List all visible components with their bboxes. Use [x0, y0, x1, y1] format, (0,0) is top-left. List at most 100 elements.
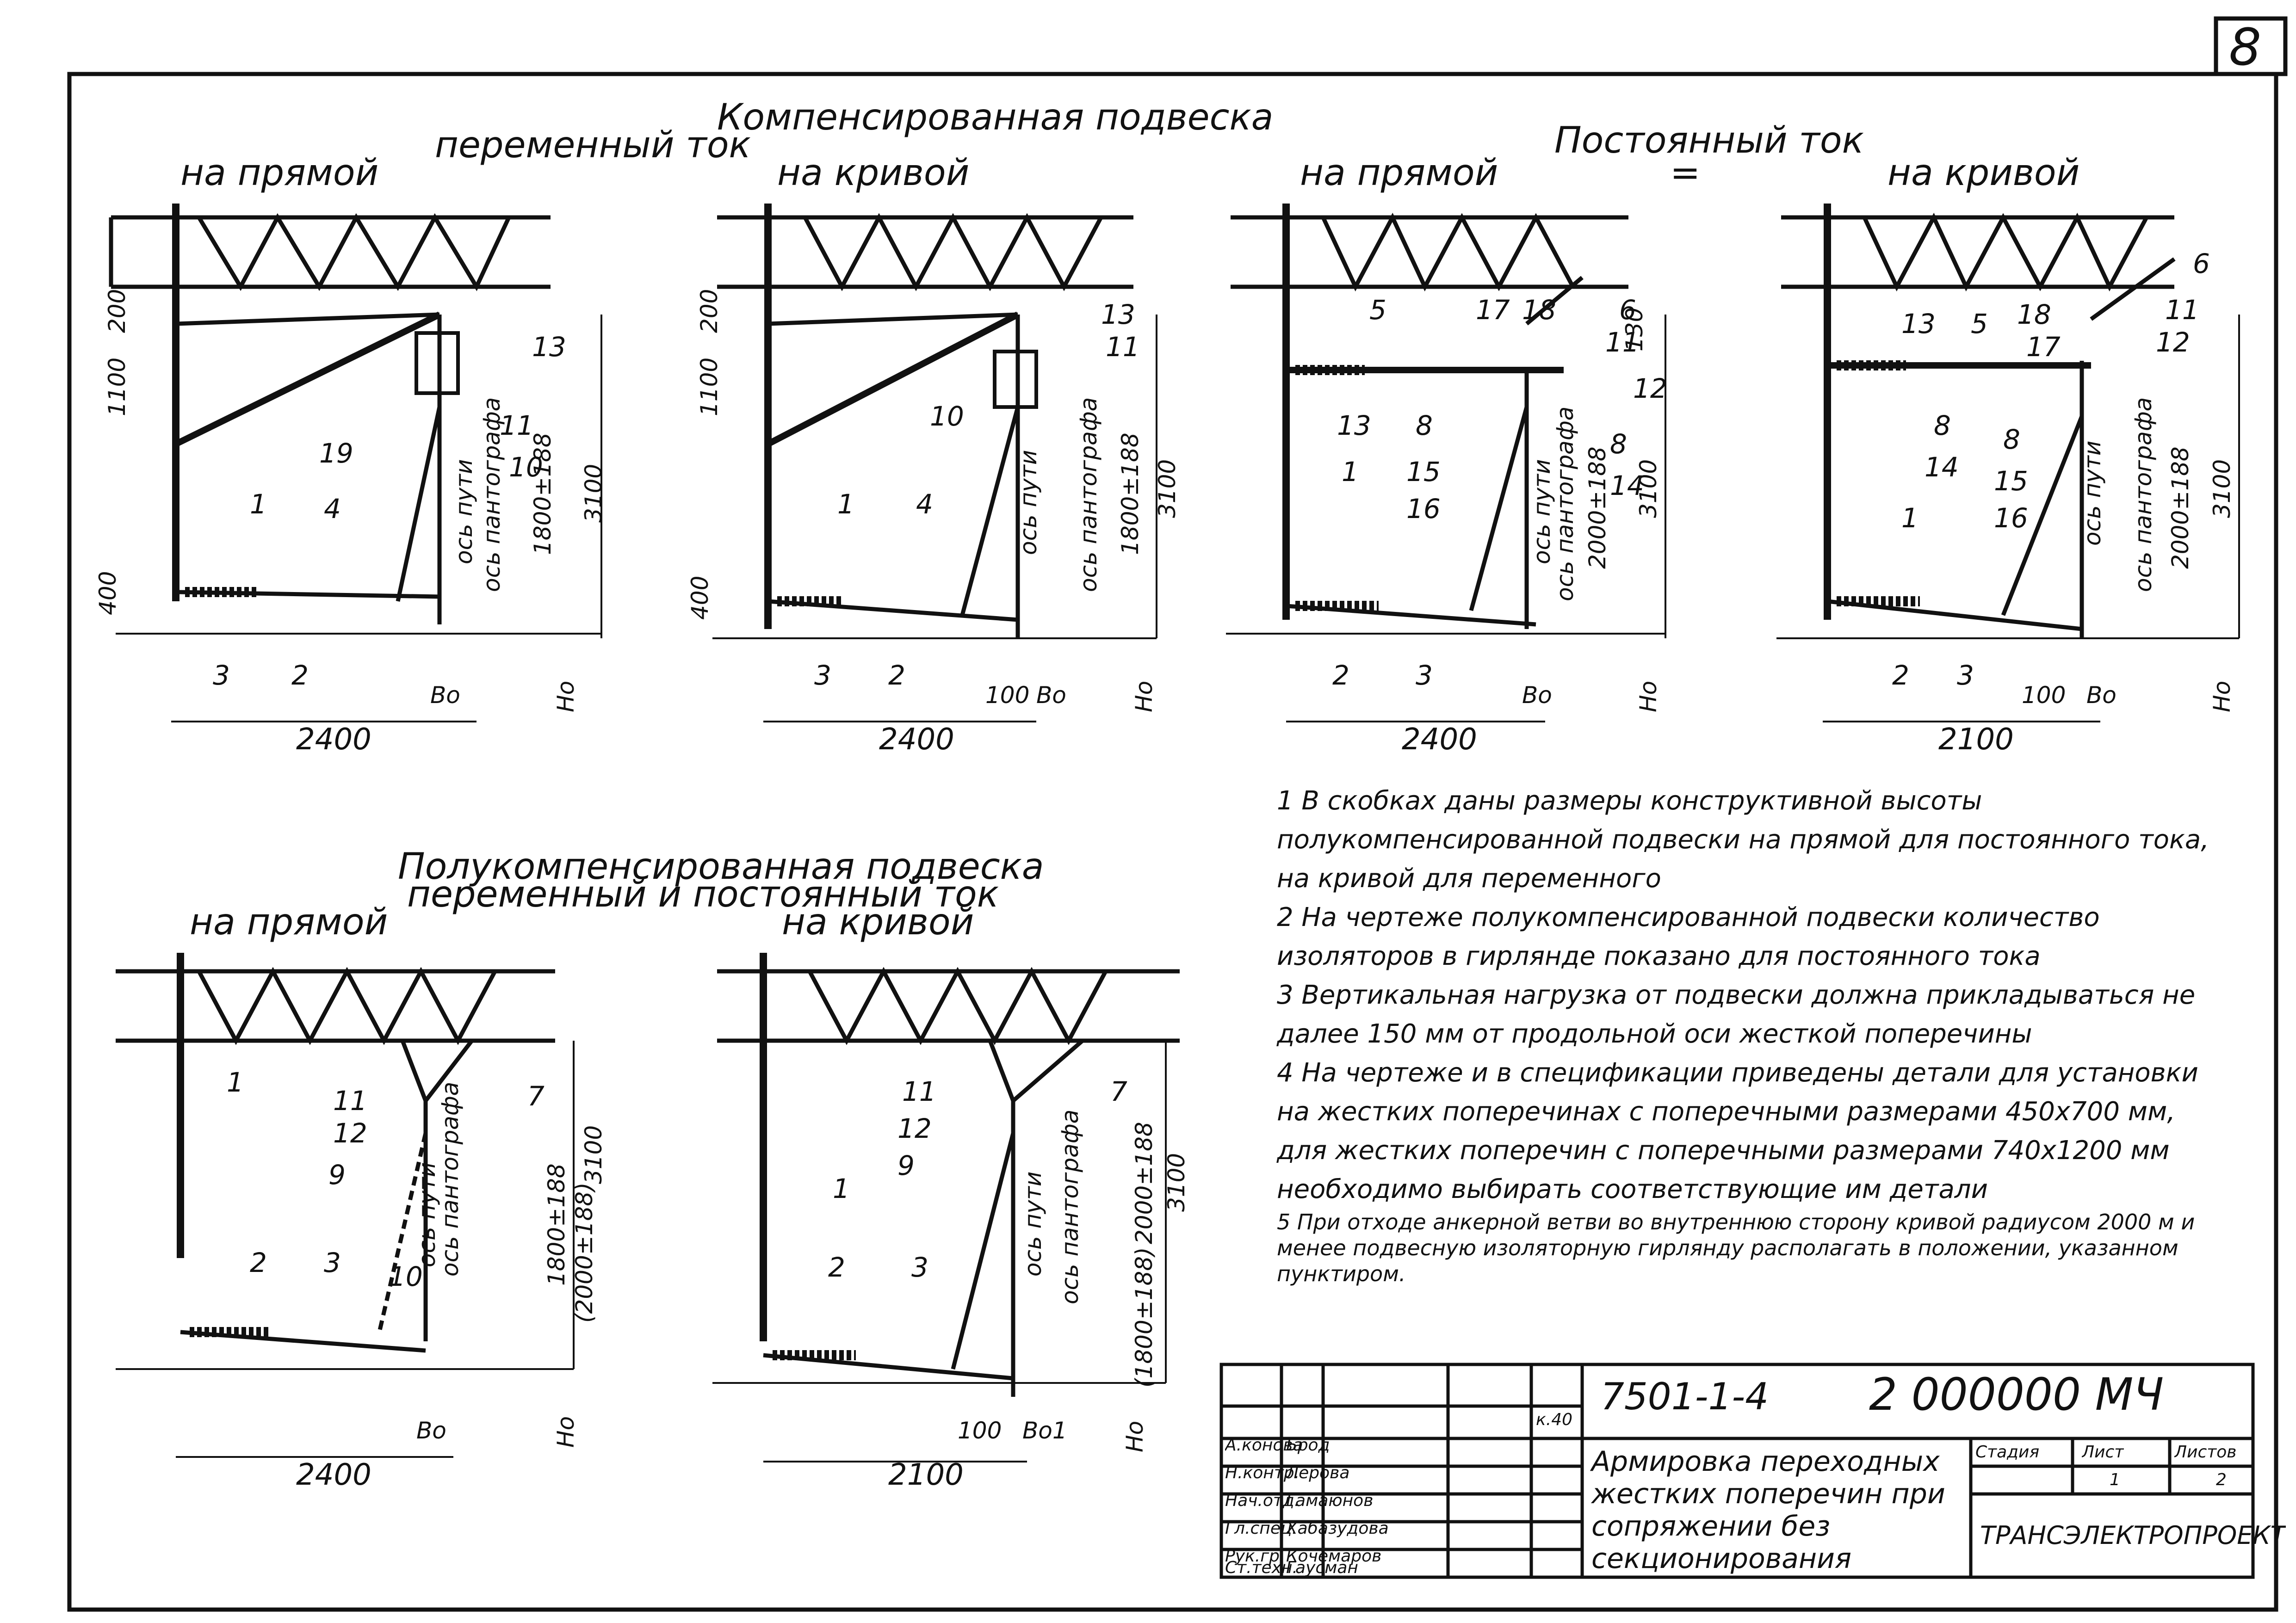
callout-13d: 13 [1901, 308, 1936, 339]
heading-semi-sub: переменный и постоянный ток [407, 874, 999, 915]
dim-400-1: 400 [94, 571, 121, 615]
track-axis-1: ось пути [451, 459, 477, 564]
dim-3100-2: 3100 [1154, 459, 1181, 518]
callout-13c: 13 [1337, 410, 1371, 441]
callout-4: 4 [324, 493, 341, 525]
callout-10e: 10 [389, 1261, 423, 1292]
stamp-code: 7501-1-4 [1601, 1375, 1769, 1418]
dim-b0-1: Во [430, 682, 460, 709]
callout-2b: 2 [888, 660, 905, 691]
stamp-name-5: Кочемаров [1286, 1547, 1382, 1566]
callout-8d: 8 [1934, 410, 1951, 441]
callout-12c: 12 [1633, 373, 1667, 404]
dim-2400-5: 2400 [296, 1458, 371, 1492]
dim-1800-2: 1800±188 [1117, 432, 1144, 555]
callout-1: 1 [250, 488, 267, 520]
stamp-role-3: Нач.отд. [1225, 1492, 1300, 1510]
track-axis-3: ось пути [1529, 459, 1555, 564]
callout-11c: 11 [1605, 327, 1640, 358]
track-axis-5: ось пути [414, 1162, 440, 1267]
dim-h0-6: Но [1121, 1421, 1148, 1452]
panto-axis-1: ось пантографа [478, 397, 505, 592]
callout-18c: 18 [1522, 294, 1556, 326]
callout-2d: 2 [1892, 660, 1909, 691]
title-block-lines [1219, 1363, 2255, 1579]
drawing-dc-straight [1226, 204, 1666, 722]
notes-block: 1 В скобках даны размеры конструктивной … [1277, 782, 2221, 1287]
callout-15d: 15 [1994, 465, 2028, 497]
dim-h0-1: Но [552, 681, 579, 712]
dim-3100-4: 3100 [2209, 459, 2235, 518]
callout-8c: 8 [1416, 410, 1433, 441]
dim-h0-5: Но [552, 1416, 579, 1448]
dim-3100-3: 3100 [1635, 459, 1662, 518]
stamp-name-1: Брод [1286, 1436, 1330, 1455]
stamp-name-4: Хабазудова [1286, 1519, 1389, 1538]
callout-12f: 12 [897, 1113, 932, 1144]
dim-1100-1: 1100 [104, 358, 130, 416]
callout-3d: 3 [1957, 660, 1974, 691]
panto-axis-3: ось пантографа [1552, 407, 1578, 601]
callout-11d: 11 [2165, 294, 2199, 326]
callout-7f: 7 [1110, 1076, 1127, 1107]
heading-dc: Постоянный ток [1554, 120, 1864, 161]
track-axis-2: ось пути [1015, 450, 1042, 555]
callout-2c: 2 [1332, 660, 1349, 691]
sheet-frame [67, 72, 2278, 1612]
dim-h0-4: Но [2209, 681, 2235, 712]
dim-200-2: 200 [696, 289, 723, 333]
label-straight-3: на прямой [190, 901, 388, 943]
vertical-dims: 200 1100 400 1800±188 3100 Но 200 1100 4… [94, 289, 2235, 1452]
callout-6c: 6 [1619, 294, 1636, 326]
callout-11f: 11 [902, 1076, 936, 1107]
label-curve-1: на кривой [777, 152, 969, 194]
track-axis-4: ось пути [2079, 441, 2106, 546]
stamp-title: Армировка переходных жестких поперечин п… [1591, 1445, 1945, 1575]
callout-8cc: 8 [1610, 428, 1627, 460]
stamp-role-2: Н.контр. [1225, 1464, 1300, 1482]
callout-17c: 17 [1476, 294, 1510, 326]
callout-11b: 11 [1106, 331, 1140, 363]
callout-3c: 3 [1416, 660, 1433, 691]
callout-2f: 2 [828, 1252, 845, 1283]
dim-2100-6: 2100 [888, 1458, 964, 1492]
callout-12d: 12 [2156, 327, 2190, 358]
stamp-role-1: А.конова [1225, 1436, 1303, 1455]
dim-b0-2: Во [1036, 682, 1066, 709]
callout-13b: 13 [1101, 299, 1135, 330]
dim-2400-2: 2400 [879, 722, 954, 757]
callout-5d: 5 [1971, 308, 1988, 339]
callout-12e: 12 [333, 1117, 367, 1149]
heading-ac: переменный ток [435, 124, 751, 166]
label-straight-2: на прямой [1300, 152, 1498, 194]
label-straight-1: на прямой [180, 152, 378, 194]
note-5: 5 При отходе анкерной ветви во внутренню… [1277, 1210, 2195, 1286]
callout-1f: 1 [833, 1173, 850, 1204]
callout-14d: 14 [1925, 451, 1959, 483]
callout-19: 19 [319, 438, 353, 469]
callouts: 13 11 10 19 4 1 3 2 13 11 10 1 4 3 2 5 1… [213, 248, 2210, 1292]
heading-dc-dash: = [1670, 152, 1700, 194]
panto-axis-6: ось пантографа [1057, 1110, 1083, 1304]
heading-semi: Полукомпенсированная подвеска [398, 846, 1044, 888]
panto-axis-2: ось пантографа [1075, 397, 1102, 592]
callout-1d: 1 [1901, 502, 1918, 534]
callout-1b: 1 [837, 488, 854, 520]
drawing-semi-straight [116, 953, 575, 1458]
title-block: А.конова Брод Н.контр. Лерова Нач.отд. Г… [1221, 1364, 2286, 1577]
callout-17d: 17 [2026, 331, 2061, 363]
heading-compensated: Компенсированная подвеска [717, 97, 1273, 138]
callout-16c: 16 [1406, 493, 1441, 525]
dim-200-1: 200 [104, 289, 130, 333]
callout-11: 11 [500, 410, 534, 441]
stamp-role-5: Рук.гр. [1225, 1547, 1285, 1566]
dim-2000b-5: (2000±188) [571, 1182, 598, 1323]
callout-14c: 14 [1610, 470, 1644, 501]
callout-2e: 2 [250, 1247, 267, 1278]
dim-3100-6: 3100 [1163, 1153, 1190, 1212]
dim-130-3: 130 [1621, 308, 1648, 352]
note-3: 3 Вертикальная нагрузка от подвески долж… [1277, 980, 2196, 1049]
callout-16d: 16 [1994, 502, 2028, 534]
callout-3f: 3 [911, 1252, 928, 1283]
